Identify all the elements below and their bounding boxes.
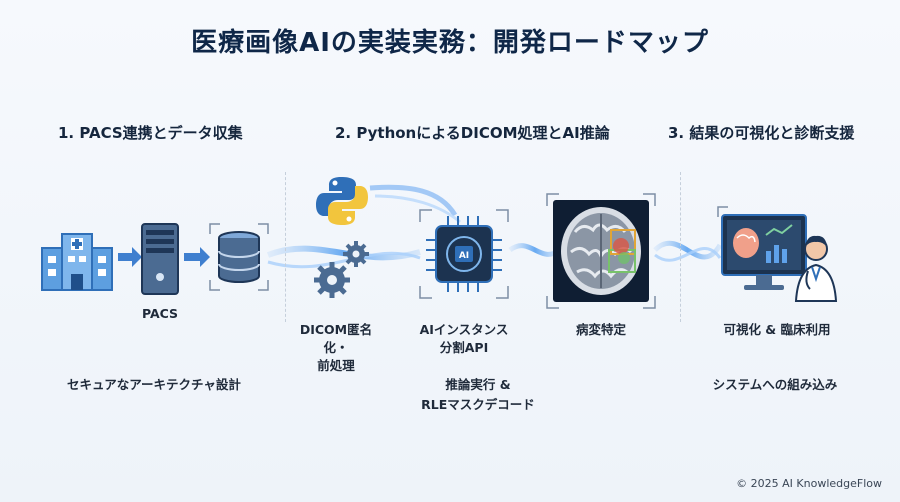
arrow-icon: [118, 247, 142, 267]
stage-3-heading: 3. 結果の可視化と診断支援: [668, 124, 855, 142]
stage-2-heading: 2. PythonによるDICOM処理とAI推論: [335, 124, 610, 142]
inference-note-line1: 推論実行 &: [445, 377, 511, 392]
divider-2: [680, 172, 681, 322]
page-title: 医療画像AIの実装実務：開発ロードマップ: [191, 28, 709, 58]
secure-architecture-note: セキュアなアーキテクチャ設計: [67, 377, 241, 392]
gears-icon: [314, 241, 369, 298]
python-logo-icon: [316, 177, 368, 225]
ai-instance-label-line1: AIインスタンス: [419, 322, 509, 337]
pacs-label: PACS: [141, 306, 179, 321]
arrow-icon: [184, 247, 210, 267]
divider-1: [285, 172, 286, 322]
chip-text: AI: [459, 251, 469, 261]
dicom-label: DICOM匿名化・ 前処理: [290, 321, 382, 375]
inference-note-line2: RLEマスクデコード: [421, 397, 535, 412]
inference-note: 推論実行 & RLEマスクデコード: [410, 375, 546, 415]
hospital-icon: [41, 233, 113, 291]
server-icon: [141, 223, 179, 295]
database-icon: [209, 223, 269, 291]
dicom-label-line1: DICOM匿名化・: [299, 322, 373, 355]
monitor-doctor-icon: [717, 206, 838, 302]
visualization-label: 可視化 & 臨床利用: [723, 322, 831, 337]
stage-1-heading: 1. PACS連携とデータ収集: [58, 124, 243, 142]
ai-instance-label-line2: 分割API: [439, 340, 489, 355]
ai-chip-icon: AI: [419, 209, 509, 299]
dicom-label-line2: 前処理: [317, 358, 355, 373]
copyright-text: © 2025 AI KnowledgeFlow: [736, 477, 882, 490]
system-integration-note: システムへの組み込み: [712, 377, 838, 392]
ai-instance-label: AIインスタンス 分割API: [412, 321, 516, 357]
lesion-label: 病変特定: [575, 322, 626, 337]
brain-scan-icon: [546, 193, 656, 309]
